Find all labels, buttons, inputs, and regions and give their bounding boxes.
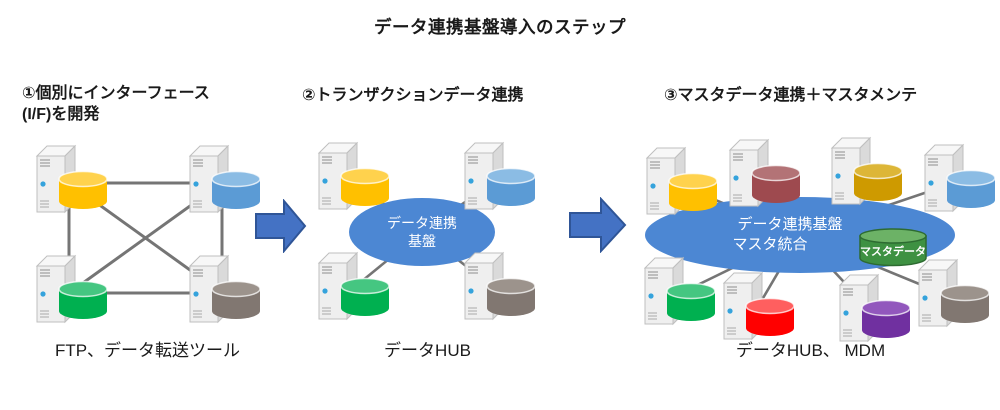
server-db-blue [918, 142, 998, 214]
database-icon [751, 164, 801, 203]
diagram-title: データ連携基盤導入のステップ [374, 17, 626, 37]
database-icon [340, 167, 390, 206]
server-db-gray [912, 257, 992, 329]
step3-heading: ③マスタデータ連携＋マスタメンテ [664, 87, 918, 104]
server-db-blue [458, 140, 538, 212]
server-db-yellow [312, 140, 392, 212]
server-db-blue [183, 143, 263, 215]
database-icon [211, 280, 261, 319]
step1-caption: FTP、データ転送ツール [54, 341, 241, 360]
step2-caption: データHUB [384, 341, 471, 360]
hub-label-line2: マスタ統合 [732, 236, 808, 253]
server-db-green [638, 255, 718, 327]
panel-3: データ連携基盤 マスタ統合 マスタデータ [628, 130, 996, 345]
master-data-cylinder: マスタデータ [857, 227, 929, 267]
server-icon [643, 256, 685, 326]
database-icon [946, 169, 996, 208]
master-hub-ellipse: データ連携基盤 マスタ統合 マスタデータ [645, 197, 955, 273]
database-icon [58, 280, 108, 319]
server-db-green [312, 250, 392, 322]
server-db-gray [458, 250, 538, 322]
master-data-label: マスタデータ [860, 244, 926, 258]
server-db-darkred [723, 137, 803, 209]
step3-caption: データHUB、 MDM [735, 341, 886, 360]
hub-label-line1: データ連携 [387, 214, 457, 231]
hub-label-line2: 基盤 [408, 233, 436, 249]
database-icon [853, 162, 903, 201]
database-icon [211, 170, 261, 209]
master-data-cylinder-icon: マスタデータ [859, 228, 927, 267]
server-db-gray [183, 253, 263, 325]
step2-heading: ②トランザクションデータ連携 [302, 87, 524, 104]
database-icon [486, 167, 536, 206]
arrow-right-icon [255, 198, 307, 258]
arrow-right-icon [569, 196, 627, 258]
server-db-gold [825, 135, 905, 207]
database-icon [58, 170, 108, 209]
database-icon [940, 284, 990, 323]
panel-1 [20, 135, 275, 335]
panel-2: データ連携 基盤 [300, 135, 555, 335]
server-db-green [30, 253, 110, 325]
database-icon [340, 277, 390, 316]
database-icon [861, 299, 911, 338]
server-db-yellow [30, 143, 110, 215]
database-icon [745, 297, 795, 336]
database-icon [668, 172, 718, 211]
step1-heading: ①個別にインターフェース (I/F)を開発 [22, 85, 210, 123]
server-db-purple [833, 272, 913, 344]
server-db-yellow [640, 145, 720, 217]
server-db-red [717, 270, 797, 342]
hub-label-line1: データ連携基盤 [737, 215, 843, 233]
database-icon [486, 277, 536, 316]
database-icon [666, 282, 716, 321]
